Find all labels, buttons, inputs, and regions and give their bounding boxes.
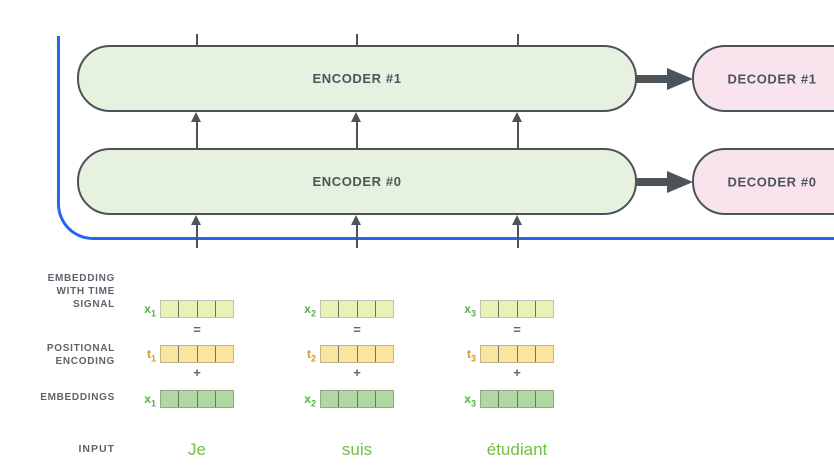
embedding-time-vector	[480, 300, 554, 318]
encoder-0-box: ENCODER #0	[77, 148, 637, 215]
equals-operator: =	[513, 322, 521, 337]
decoder-1-label: DECODER #1	[727, 71, 817, 86]
embedding-time-vector	[320, 300, 394, 318]
vector-symbol: x2	[304, 302, 316, 319]
input-label: INPUT	[78, 443, 115, 455]
encoder-1-label: ENCODER #1	[312, 71, 402, 86]
token-column: x3 = t3 + x3 étudiant	[446, 296, 554, 466]
decoder-0-box: DECODER #0	[692, 148, 834, 215]
positional-encoding-label: POSITIONAL ENCODING	[46, 343, 115, 367]
vector-symbol: x1	[144, 392, 156, 409]
vector-symbol: x1	[144, 302, 156, 319]
decoder-1-box: DECODER #1	[692, 45, 834, 112]
plus-operator: +	[193, 365, 201, 380]
encoder-output-tick-icon	[195, 34, 198, 46]
vector-symbol: t3	[466, 347, 476, 364]
equals-operator: =	[193, 322, 201, 337]
embedding-time-vector	[160, 300, 234, 318]
embeddings-label: EMBEDDINGS	[40, 392, 115, 403]
embedding-with-time-signal-label: EMBEDDING WITH TIME SIGNAL	[47, 273, 115, 310]
encoder-1-box: ENCODER #1	[77, 45, 637, 112]
input-word: Je	[188, 440, 206, 459]
input-word: étudiant	[486, 440, 548, 459]
vector-symbol: t2	[306, 347, 316, 364]
positional-encoding-vector	[480, 345, 554, 363]
encoder-stack-outline	[57, 36, 834, 240]
vector-symbol: x3	[464, 302, 476, 319]
vector-symbol: x3	[464, 392, 476, 409]
token-column: x2 = t2 + x2 suis	[286, 296, 394, 466]
equals-operator: =	[353, 322, 361, 337]
plus-operator: +	[353, 365, 361, 380]
embedding-vector	[320, 390, 394, 408]
token-column: x1 = t1 + x1 Je	[126, 296, 234, 466]
input-word: suis	[341, 440, 373, 459]
positional-encoding-vector	[160, 345, 234, 363]
encoder-output-tick-icon	[516, 34, 519, 46]
encoder-output-tick-icon	[355, 34, 358, 46]
plus-operator: +	[513, 365, 521, 380]
vector-symbol: t1	[146, 347, 156, 364]
decoder-0-label: DECODER #0	[727, 174, 817, 189]
encoder-0-label: ENCODER #0	[312, 174, 402, 189]
embedding-vector	[480, 390, 554, 408]
positional-encoding-vector	[320, 345, 394, 363]
vector-symbol: x2	[304, 392, 316, 409]
embedding-vector	[160, 390, 234, 408]
